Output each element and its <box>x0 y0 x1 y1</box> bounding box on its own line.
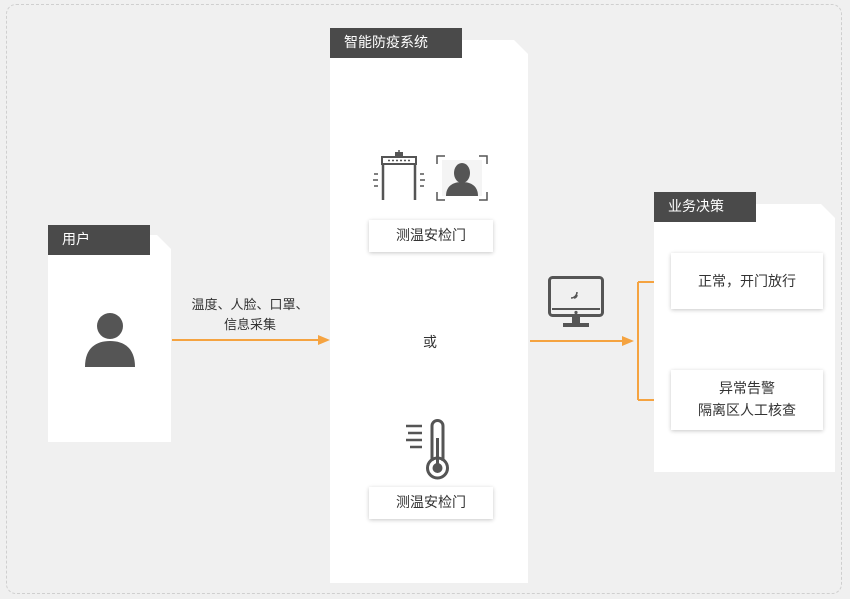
collect-arrow <box>172 335 330 345</box>
diagram-frame <box>6 4 842 594</box>
outcome-abnormal-line-1: 异常告警 <box>719 381 775 397</box>
decision-card <box>654 204 835 472</box>
decision-arrow <box>530 336 634 346</box>
collect-label-line-1: 温度、人脸、口罩、 <box>191 298 309 313</box>
thermometer-icon <box>406 419 449 480</box>
collect-label: 温度、人脸、口罩、 信息采集 <box>170 296 330 336</box>
collect-label-line-2: 信息采集 <box>223 318 276 333</box>
user-tag: 用户 <box>48 225 150 255</box>
outcome-abnormal-line-2: 隔离区人工核查 <box>698 403 796 419</box>
monitor-icon <box>548 276 604 327</box>
or-label: 或 <box>423 335 437 351</box>
system-tag: 智能防疫系统 <box>330 28 462 58</box>
face-scan-icon <box>436 155 488 201</box>
option-a-label: 测温安检门 <box>369 220 493 252</box>
decision-tag: 业务决策 <box>654 192 756 222</box>
option-b-label: 测温安检门 <box>369 487 493 519</box>
person-icon <box>85 313 135 367</box>
outcome-normal: 正常，开门放行 <box>671 253 823 309</box>
outcome-normal-text: 正常，开门放行 <box>698 274 796 290</box>
outcome-abnormal: 异常告警 隔离区人工核查 <box>671 370 823 430</box>
security-gate-icon <box>373 150 425 200</box>
